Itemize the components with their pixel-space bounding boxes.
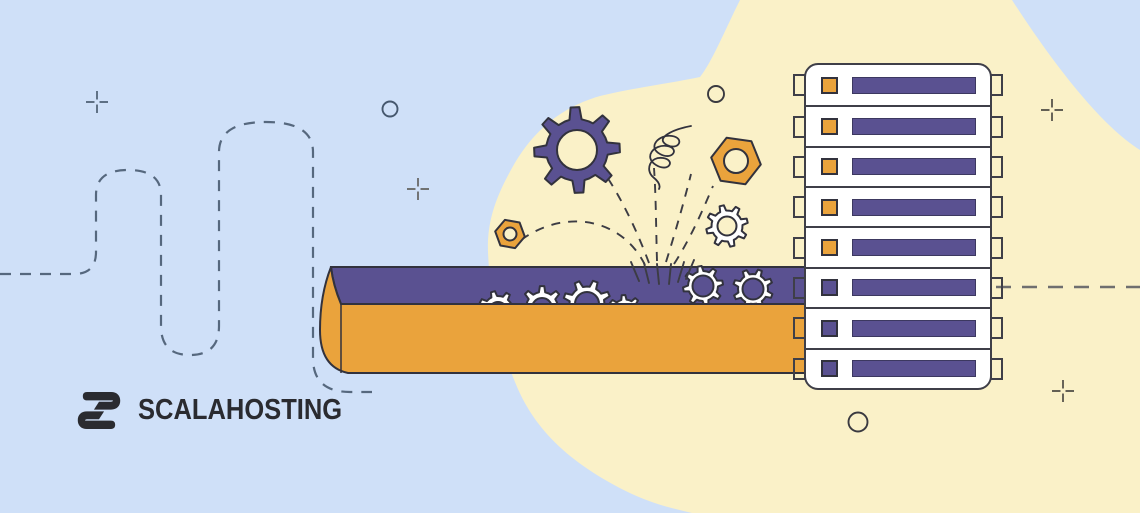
bubble-circle-bottom (847, 411, 869, 433)
server-unit (793, 186, 1003, 226)
dashed-spray-fountain (520, 167, 714, 285)
orange-hex-nut-small-icon (494, 218, 526, 250)
plus-mark-mid-left (407, 178, 429, 200)
mount-tab-left (793, 317, 806, 340)
mount-tab-left (793, 276, 806, 299)
plus-mark-top-left (86, 91, 108, 113)
status-led (821, 360, 838, 378)
mount-tab-left (793, 115, 806, 138)
server-panel-bar (852, 239, 976, 257)
white-gear-icon (705, 204, 749, 248)
winding-dashed-path (0, 120, 372, 394)
server-unit (793, 226, 1003, 266)
mount-tab-right (990, 115, 1003, 138)
mount-tab-right (990, 317, 1003, 340)
mount-tab-right (990, 276, 1003, 299)
server-unit (793, 307, 1003, 347)
server-panel-bar (852, 360, 976, 378)
orange-hex-nut-large-icon (710, 136, 762, 186)
belt-front-face (318, 266, 881, 374)
server-unit (793, 347, 1003, 388)
server-panel-bar (852, 76, 976, 94)
brand-name: SCALAHOSTING (138, 394, 343, 426)
mount-tab-left (793, 196, 806, 219)
mount-tab-right (990, 357, 1003, 380)
conveyor-belt (318, 265, 881, 374)
server-rack (793, 63, 1003, 390)
mount-tab-left (793, 236, 806, 259)
status-led (821, 279, 838, 297)
server-panel-bar (852, 198, 976, 216)
server-unit (793, 266, 1003, 307)
server-unit (793, 105, 1003, 145)
mount-tab-left (793, 357, 806, 380)
status-led (821, 239, 838, 257)
mount-tab-left (793, 74, 806, 97)
mount-tab-right (990, 236, 1003, 259)
server-panel-bar (852, 158, 976, 176)
status-led (821, 118, 838, 136)
spray-ticks (630, 259, 695, 285)
server-unit (793, 145, 1003, 186)
mount-tab-right (990, 196, 1003, 219)
status-led (821, 76, 838, 94)
plus-mark-top-right (1041, 99, 1063, 121)
mount-tab-right (990, 74, 1003, 97)
brand-logo: SCALAHOSTING (75, 388, 370, 433)
mount-tab-left (793, 155, 806, 178)
mount-tab-right (990, 155, 1003, 178)
bubble-circle-left (381, 100, 399, 118)
status-led (821, 198, 838, 216)
purple-gear-icon (533, 106, 621, 194)
status-led (821, 158, 838, 176)
server-panel-bar (852, 118, 976, 136)
scalahosting-s-icon (77, 392, 121, 429)
server-panel-bar (852, 319, 976, 337)
server-unit (793, 65, 1003, 105)
spring-doodle-icon (648, 125, 692, 190)
status-led (821, 319, 838, 337)
plus-mark-bottom-right (1052, 380, 1074, 402)
server-panel-bar (852, 279, 976, 297)
bubble-circle-top (707, 85, 725, 103)
